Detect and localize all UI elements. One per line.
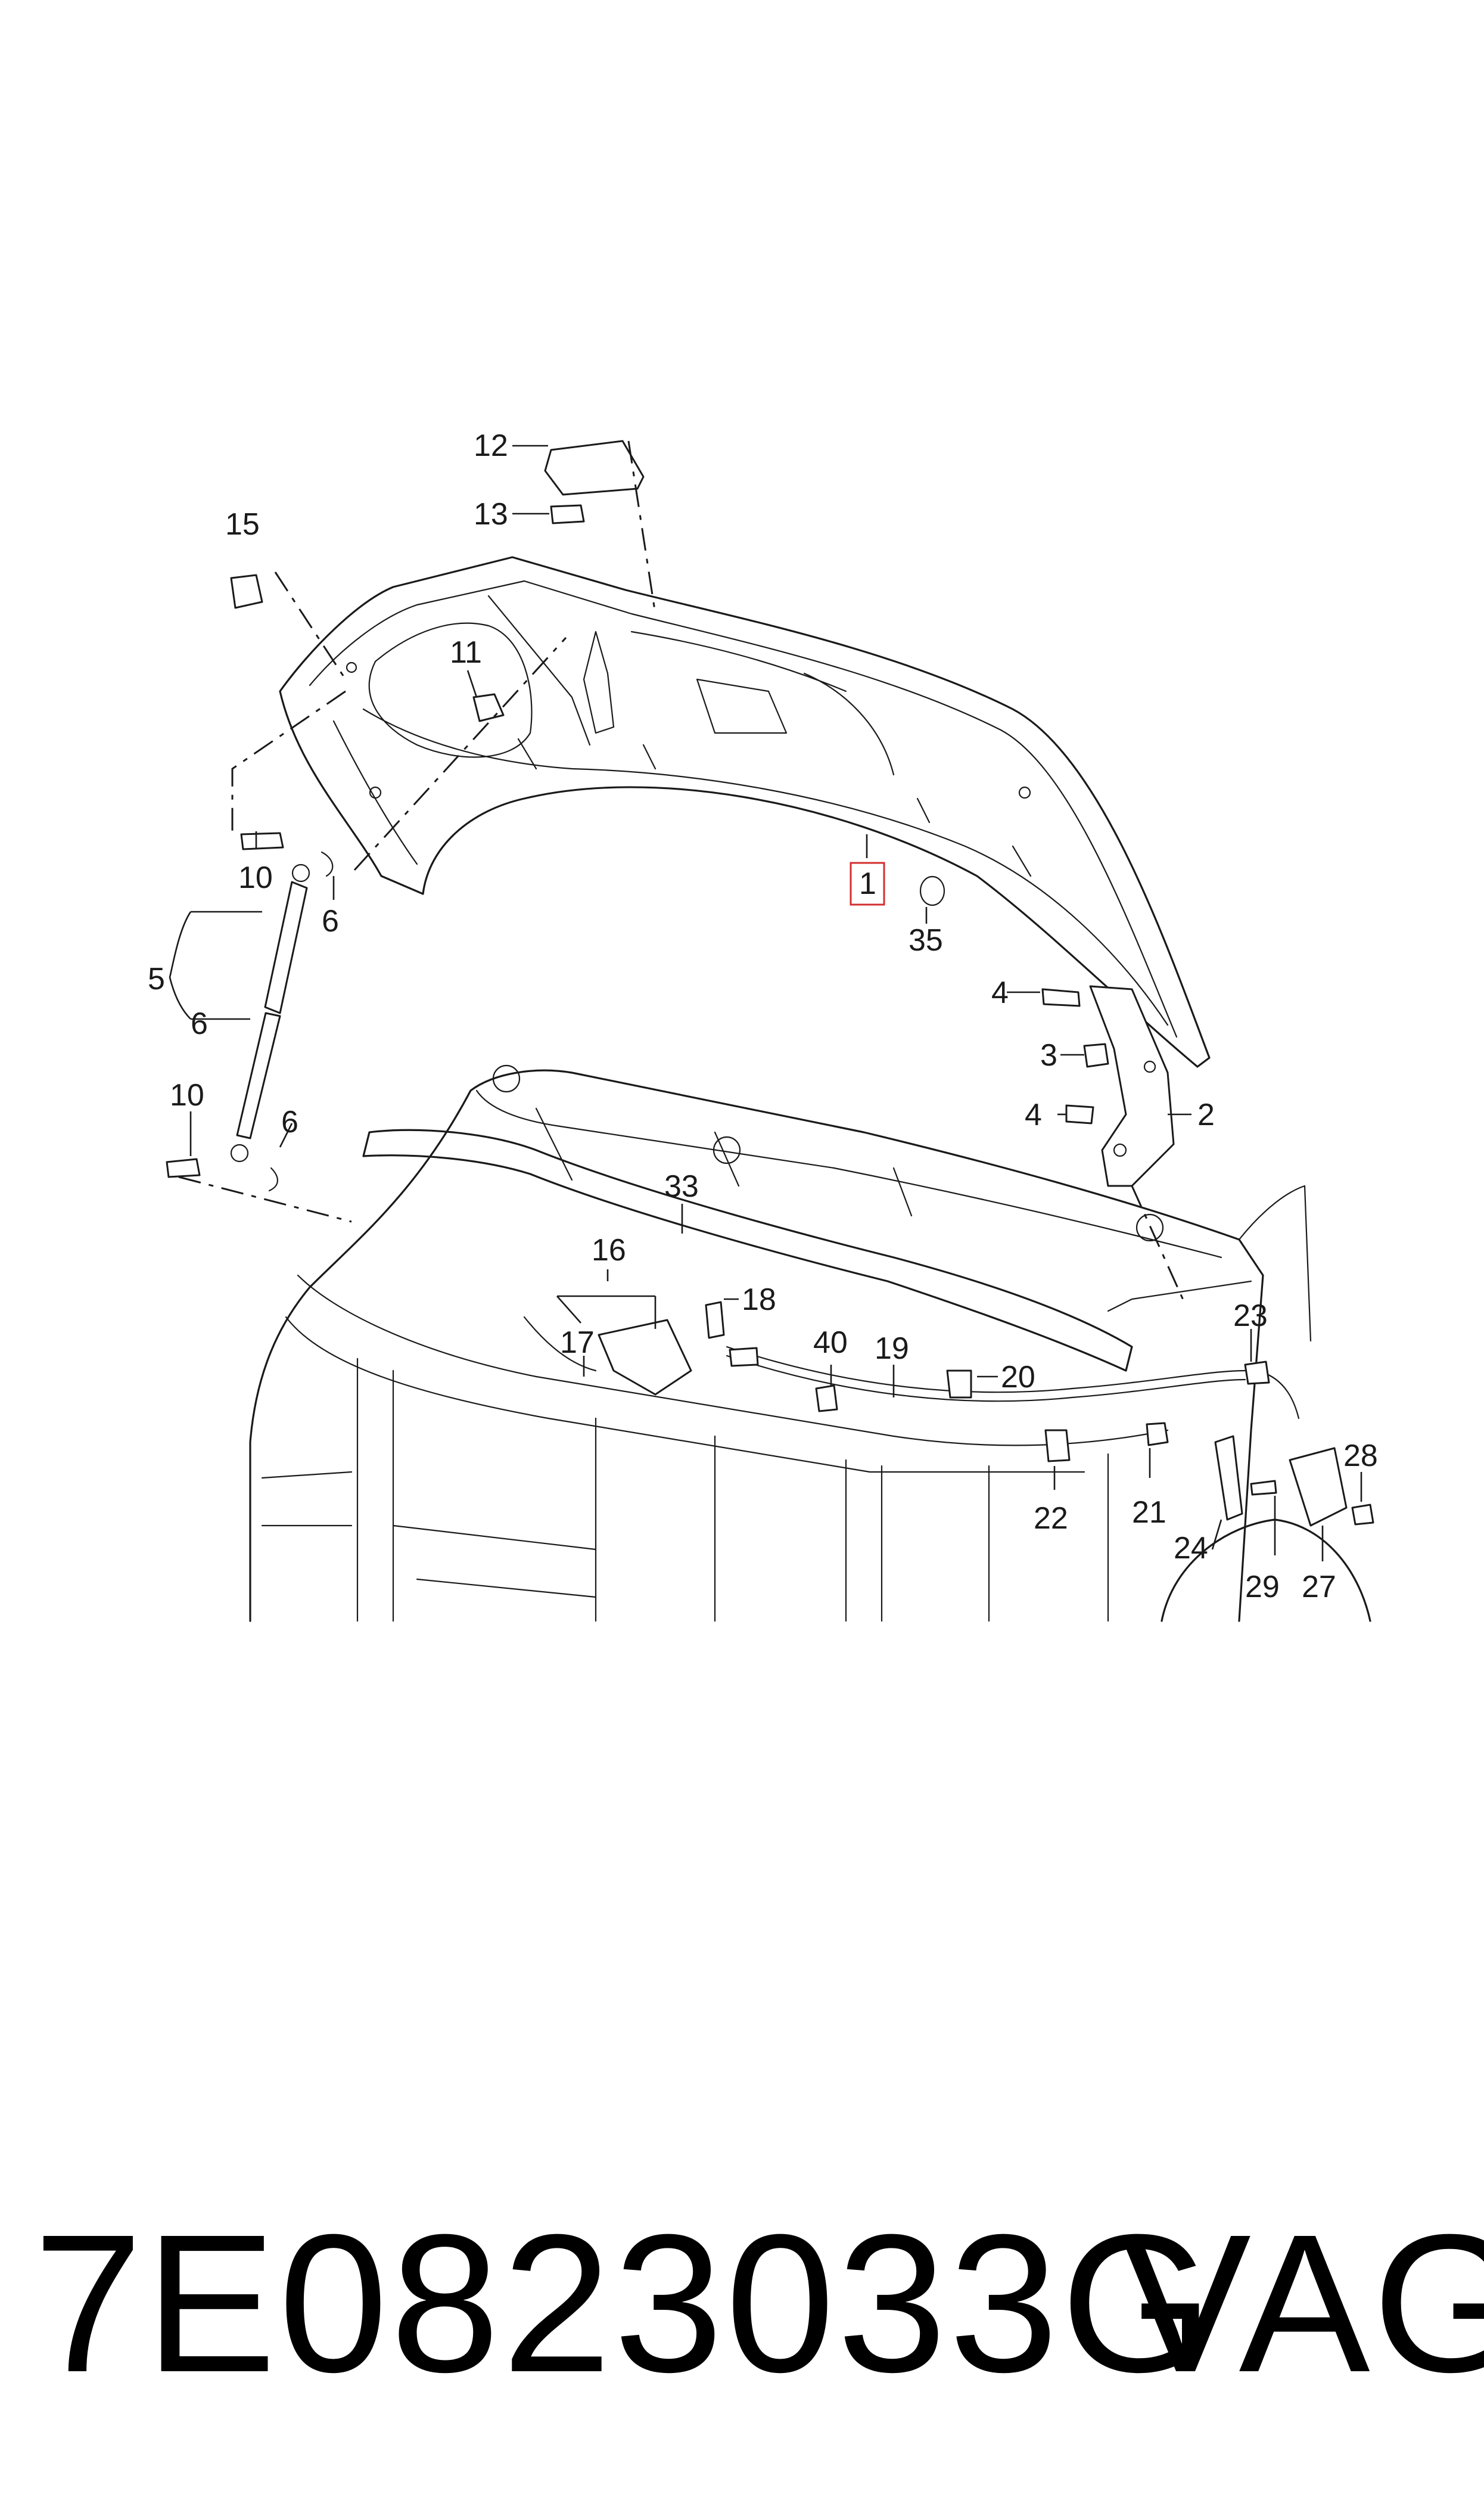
callout-label: 13 <box>474 497 508 532</box>
callout-label: 16 <box>592 1233 626 1268</box>
callout-label: 21 <box>1132 1495 1166 1530</box>
callout-label: 27 <box>1302 1570 1336 1604</box>
callout-label: 6 <box>281 1105 298 1139</box>
callout-label: 12 <box>474 428 508 463</box>
front-body-structure <box>249 1064 1371 1622</box>
callout-label: 3 <box>1040 1038 1057 1073</box>
bolts-and-clips <box>166 440 1374 1527</box>
callout-label: 28 <box>1343 1439 1378 1473</box>
brand-caption: VAG <box>1120 2193 1484 2413</box>
callout-label: 20 <box>1001 1360 1035 1394</box>
callout-label: 10 <box>170 1078 204 1113</box>
callout-label: 22 <box>1034 1501 1068 1536</box>
callout-label: 35 <box>909 923 943 958</box>
callout-label: 2 <box>1197 1098 1215 1132</box>
callout-label: 19 <box>875 1331 909 1366</box>
callout-label: 15 <box>225 507 260 542</box>
callout-label: 1 <box>859 866 876 901</box>
callout-label: 17 <box>560 1325 595 1360</box>
part-number-caption: 7E0823033G <box>33 2193 1217 2413</box>
callout-label: 40 <box>813 1325 848 1360</box>
highlighted-callout-box <box>850 862 885 906</box>
callout-label: 6 <box>191 1007 208 1041</box>
leader-lines <box>169 440 1362 1561</box>
callout-label: 23 <box>1233 1299 1268 1333</box>
callout-label: 11 <box>450 635 482 670</box>
callout-label: 18 <box>742 1282 776 1317</box>
callout-label: 33 <box>664 1169 699 1204</box>
callout-label: 5 <box>148 962 165 996</box>
callout-label: 10 <box>238 861 273 895</box>
callout-labels: 1 2 3 4 4 5 6 6 6 10 10 11 12 13 15 16 1… <box>148 428 1378 1604</box>
callout-label: 4 <box>991 976 1009 1010</box>
callout-label: 4 <box>1025 1098 1042 1132</box>
parts-exploded-diagram: 1 2 3 4 4 5 6 6 6 10 10 11 12 13 15 16 1… <box>148 428 1378 1622</box>
callout-label: 29 <box>1245 1570 1280 1604</box>
callout-label: 24 <box>1174 1531 1208 1566</box>
gas-strut <box>230 864 310 1163</box>
callout-label: 6 <box>322 904 339 939</box>
hood-panel <box>279 556 1211 1187</box>
